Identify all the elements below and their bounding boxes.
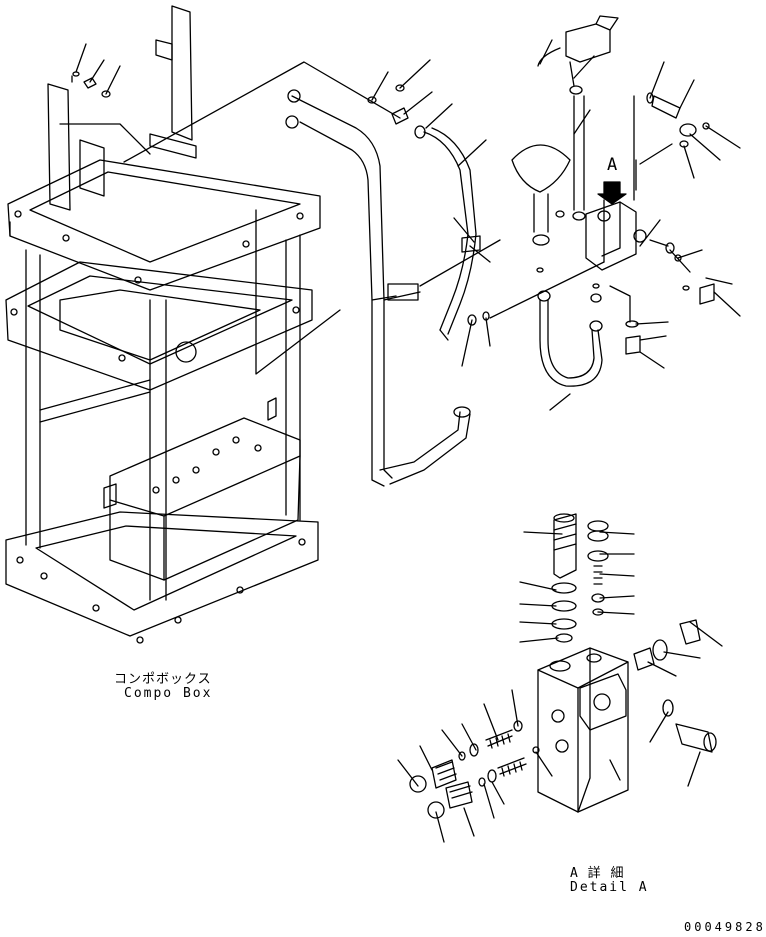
valve-leader-lines xyxy=(539,39,741,411)
detail-a-label-en: Detail A xyxy=(570,880,649,895)
compo-box-leader-lines xyxy=(59,43,401,375)
accumulator-and-valve xyxy=(511,15,715,387)
detail-a-exploded-valve xyxy=(409,513,717,819)
detail-a-label-jp: A 詳 細 xyxy=(570,866,625,881)
compo-box-label-en: Compo Box xyxy=(124,686,213,701)
view-arrow-label: A xyxy=(607,155,618,175)
compo-box-label-jp: コンポボックス xyxy=(114,672,212,687)
pipe-leader-lines xyxy=(371,59,605,367)
drawing-number: 00049828 xyxy=(684,920,766,934)
hydraulic-pipe-assembly xyxy=(285,84,490,487)
detail-a-leader-lines xyxy=(397,531,723,843)
compo-box-frame xyxy=(5,5,321,644)
